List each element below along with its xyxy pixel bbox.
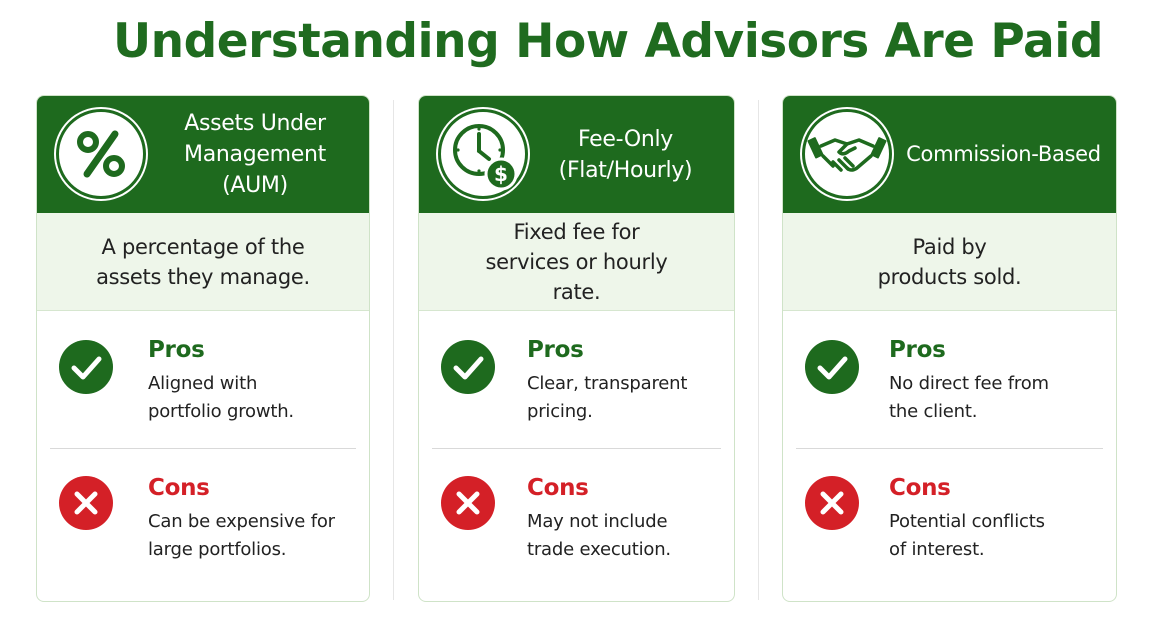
card-title: Fee-Only (Flat/Hourly) (558, 126, 693, 183)
check-icon (805, 340, 859, 394)
card-commission: Commission-Based Paid by products sold. … (782, 95, 1117, 602)
cons-label: Cons (527, 475, 589, 501)
percent-icon (56, 109, 146, 199)
card-description: Paid by products sold. (783, 213, 1116, 311)
pros-label: Pros (889, 337, 946, 363)
card-description: Fixed fee for services or hourly rate. (419, 213, 734, 311)
pros-label: Pros (148, 337, 205, 363)
row-divider (432, 448, 721, 449)
card-header: Commission-Based (783, 96, 1116, 213)
page-title: Understanding How Advisors Are Paid (112, 14, 1104, 69)
clock-dollar-icon: $ (438, 109, 528, 199)
cons-label: Cons (148, 475, 210, 501)
cross-icon (59, 476, 113, 530)
cross-icon (441, 476, 495, 530)
column-divider (393, 100, 394, 600)
pros-label: Pros (527, 337, 584, 363)
cons-text: Potential conflicts of interest. (889, 511, 1045, 560)
card-aum: Assets Under Management (AUM) A percenta… (36, 95, 370, 602)
cross-icon (805, 476, 859, 530)
card-header: Assets Under Management (AUM) (37, 96, 369, 213)
cons-label: Cons (889, 475, 951, 501)
handshake-icon (802, 109, 892, 199)
check-icon (441, 340, 495, 394)
row-divider (796, 448, 1103, 449)
pros-text: Aligned with portfolio growth. (148, 373, 294, 422)
pros-text: Clear, transparent pricing. (527, 373, 688, 422)
card-title: Commission-Based (906, 142, 1101, 166)
svg-text:$: $ (494, 162, 508, 186)
row-divider (50, 448, 356, 449)
card-header: $ Fee-Only (Flat/Hourly) (419, 96, 734, 213)
card-description: A percentage of the assets they manage. (37, 213, 369, 311)
check-icon (59, 340, 113, 394)
cons-text: Can be expensive for large portfolios. (148, 511, 335, 560)
card-title: Assets Under Management (AUM) (184, 111, 326, 198)
pros-text: No direct fee from the client. (889, 373, 1049, 422)
column-divider (758, 100, 759, 600)
cons-text: May not include trade execution. (527, 511, 671, 560)
card-fee-only: $ Fee-Only (Flat/Hourly) Fixed fee for s… (418, 95, 735, 602)
